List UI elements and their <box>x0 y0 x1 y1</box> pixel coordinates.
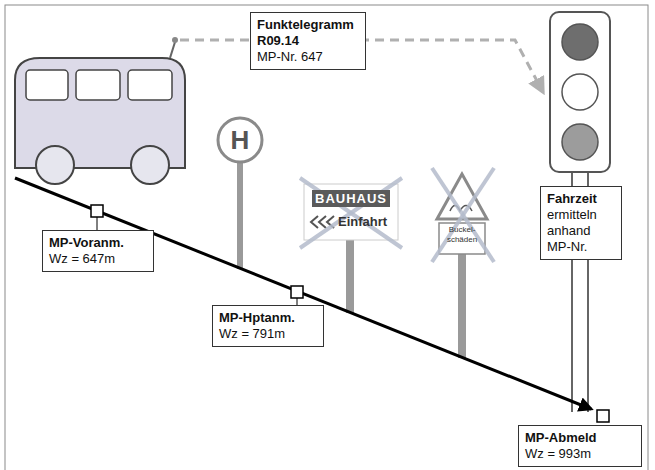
warning-text-box: Buckel-schäden <box>441 225 483 252</box>
box-body: Wz = 647m <box>49 251 147 267</box>
box-heading: Funktelegramm R09.14 <box>257 17 359 49</box>
store-entrance-sign <box>300 178 402 313</box>
box-heading: MP-Hptanm. <box>219 310 317 326</box>
process-note-box: Fahrzeitermitteln anhand MP-Nr. <box>540 186 622 260</box>
box-body: MP-Nr. 647 <box>257 49 359 65</box>
measuring-point-box: MP-Hptanm.Wz = 791m <box>212 305 324 347</box>
bus-stop-sign <box>218 118 262 269</box>
box-body: Wz = 791m <box>219 326 317 342</box>
bus-stop-letter: H <box>231 125 250 155</box>
box-heading: MP-Abmeld <box>525 430 635 446</box>
warning-text: Buckel-schäden <box>447 225 477 244</box>
box-heading: MP-Voranm. <box>49 235 147 251</box>
warning-sign <box>432 168 494 358</box>
frame <box>5 5 648 470</box>
entrance-text-box: Einfahrt <box>338 213 396 231</box>
measuring-point-box: MP-Voranm.Wz = 647m <box>42 230 154 272</box>
route-arrow <box>15 178 609 422</box>
entrance-text: Einfahrt <box>338 214 387 229</box>
store-name: BAUHAUS <box>312 190 390 207</box>
box-heading: Fahrzeit <box>547 191 615 207</box>
message-box: Funktelegramm R09.14MP-Nr. 647 <box>250 12 366 70</box>
box-body: ermitteln anhand MP-Nr. <box>547 207 615 255</box>
box-body: Wz = 993m <box>525 446 635 462</box>
bus-illustration <box>15 37 185 184</box>
store-name-box: BAUHAUS <box>308 189 394 209</box>
measuring-point-box: MP-AbmeldWz = 993m <box>518 425 642 467</box>
bus-stop-letter-box: H <box>225 124 255 156</box>
